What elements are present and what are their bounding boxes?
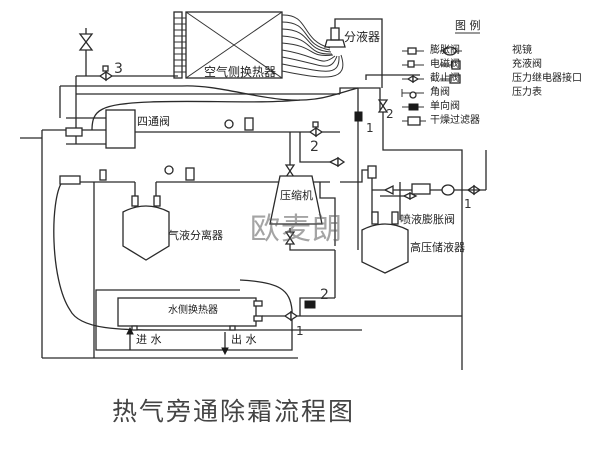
- pressure-gauge-2: [224, 119, 234, 129]
- angle-valve: [328, 156, 346, 168]
- valve-number-1-right: 1: [464, 197, 472, 211]
- check-valve-1: [354, 111, 363, 122]
- legend-item: 截止阀: [430, 73, 460, 84]
- water-out-label: 出 水: [231, 333, 257, 346]
- legend-item: 压力继电器接口: [512, 73, 582, 84]
- check-valve-bottom: [304, 300, 316, 309]
- legend-item: 电磁阀: [430, 59, 460, 70]
- valve-number-3: 3: [114, 61, 123, 77]
- stop-valve-2: [377, 99, 389, 113]
- valve-number-1-bottom: 1: [296, 324, 304, 338]
- valve-number-1-top: 1: [366, 121, 374, 135]
- charging-valve-3: [244, 117, 254, 131]
- air-side-heat-exchanger: [173, 11, 383, 88]
- pressure-switch-port: [59, 175, 81, 185]
- distributor-body: [330, 27, 340, 41]
- exchanger-header: [173, 11, 183, 79]
- valve-number-2-bottom: 2: [320, 287, 329, 303]
- charging-valve: [99, 169, 107, 181]
- charging-valve-2: [185, 167, 195, 181]
- valve-number-2-mid: 2: [310, 139, 319, 155]
- solenoid-valve-3: [98, 65, 114, 82]
- valve-number-2-top: 2: [386, 107, 394, 121]
- compressor-label: 压缩机: [280, 189, 313, 202]
- legend-item: 角阀: [430, 87, 450, 98]
- four-way-pilot: [65, 127, 83, 137]
- distributor-label: 分液器: [344, 30, 381, 44]
- exchanger-coil-box: [185, 11, 283, 79]
- distributor-head: [324, 39, 346, 48]
- air-side-heat-exchanger-label: 空气侧换热器: [204, 65, 277, 79]
- legend-heading: 图 例: [455, 19, 481, 32]
- distributor-capillaries: [281, 14, 344, 78]
- legend-item: 单向阀: [430, 101, 460, 112]
- legend-item: 干燥过滤器: [430, 115, 480, 126]
- legend-symbols: [401, 32, 480, 126]
- legend-item: 充液阀: [512, 59, 542, 70]
- watermark: 欧麦朗: [250, 212, 343, 247]
- legend-item: 膨胀阀: [430, 45, 460, 56]
- stop-valve-bottom: [283, 310, 299, 322]
- water-in-label: 进 水: [136, 333, 162, 346]
- spray-expansion-valve-label: 喷液膨胀阀: [400, 213, 455, 226]
- receiver-label: 高压储液器: [410, 241, 465, 254]
- receiver-line-components: [383, 150, 487, 201]
- expansion-valve-top: [78, 33, 94, 51]
- water-side-heat-exchanger-label: 水侧换热器: [168, 305, 218, 316]
- four-way-valve-label: 四通阀: [137, 115, 170, 128]
- compressor-body: [269, 175, 323, 225]
- legend-item: 视镜: [512, 45, 532, 56]
- receiver-charging-valve: [367, 165, 377, 179]
- solenoid-valve-2: [308, 121, 324, 138]
- pressure-gauge: [164, 165, 174, 175]
- separator-label: 气液分离器: [168, 229, 223, 242]
- four-way-valve-body: [105, 109, 136, 149]
- diagram-title: 热气旁通除霜流程图: [112, 397, 356, 426]
- high-pressure-receiver: [361, 211, 409, 274]
- legend-item: 压力表: [512, 87, 542, 98]
- gas-liquid-separator: [122, 195, 170, 261]
- valve-symbols: [59, 33, 487, 322]
- water-side-heat-exchanger: [117, 297, 263, 356]
